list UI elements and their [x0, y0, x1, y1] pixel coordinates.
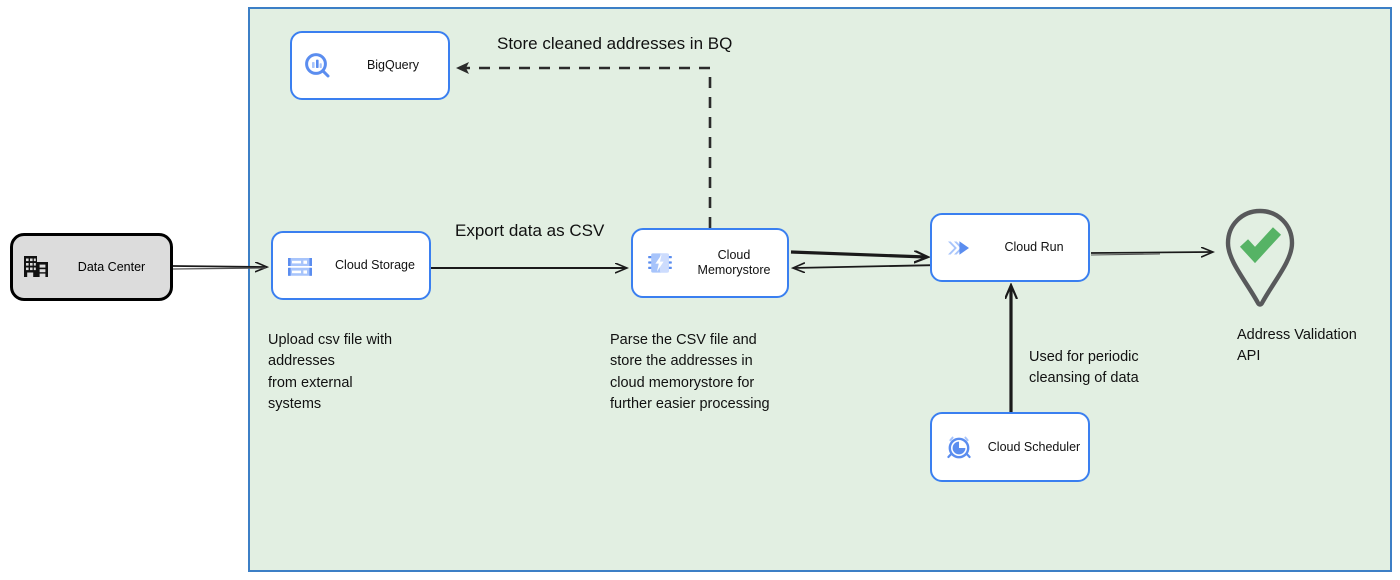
annotation-scheduler-note: Used for periodic cleansing of data [1029, 349, 1139, 387]
cloud-storage-icon [273, 251, 327, 281]
node-cloud-scheduler[interactable]: Cloud Scheduler [930, 412, 1090, 482]
node-label-bigquery: BigQuery [366, 58, 420, 72]
node-label-cloud-scheduler: Cloud Scheduler [987, 439, 1081, 454]
node-label-cloud-storage: Cloud Storage [335, 258, 415, 272]
node-cloud-memorystore[interactable]: Cloud Memorystore [631, 228, 789, 298]
annotation-parse-csv-note: Parse the CSV file and store the address… [610, 332, 770, 413]
node-cloud-storage[interactable]: Cloud Storage [271, 231, 431, 300]
edge-label-store-cleaned-addresses: Store cleaned addresses in BQ [497, 34, 733, 53]
node-cloud-run[interactable]: Cloud Run [930, 213, 1090, 282]
node-bigquery[interactable]: BigQuery [290, 31, 450, 100]
location-pin-check-icon [1225, 208, 1295, 307]
edge-label-export-data-as-csv: Export data as CSV [455, 221, 605, 240]
cloud-memorystore-icon [633, 248, 687, 278]
cloud-scheduler-icon [932, 432, 986, 462]
annotation-upload-csv-note: Upload csv file with addresses from exte… [268, 332, 393, 413]
caption-address-validation-api: Address Validation API [1237, 327, 1357, 365]
bigquery-icon [292, 51, 344, 81]
cloud-run-icon [932, 233, 986, 263]
node-data-center[interactable]: Data Center [10, 233, 173, 301]
office-building-icon [13, 253, 59, 281]
gcp-boundary-panel [248, 7, 1392, 572]
node-label-data-center: Data Center [77, 259, 146, 274]
node-label-cloud-run: Cloud Run [1004, 240, 1064, 254]
node-label-cloud-memorystore: Cloud Memorystore [697, 248, 771, 277]
node-address-validation-api[interactable] [1214, 205, 1306, 315]
